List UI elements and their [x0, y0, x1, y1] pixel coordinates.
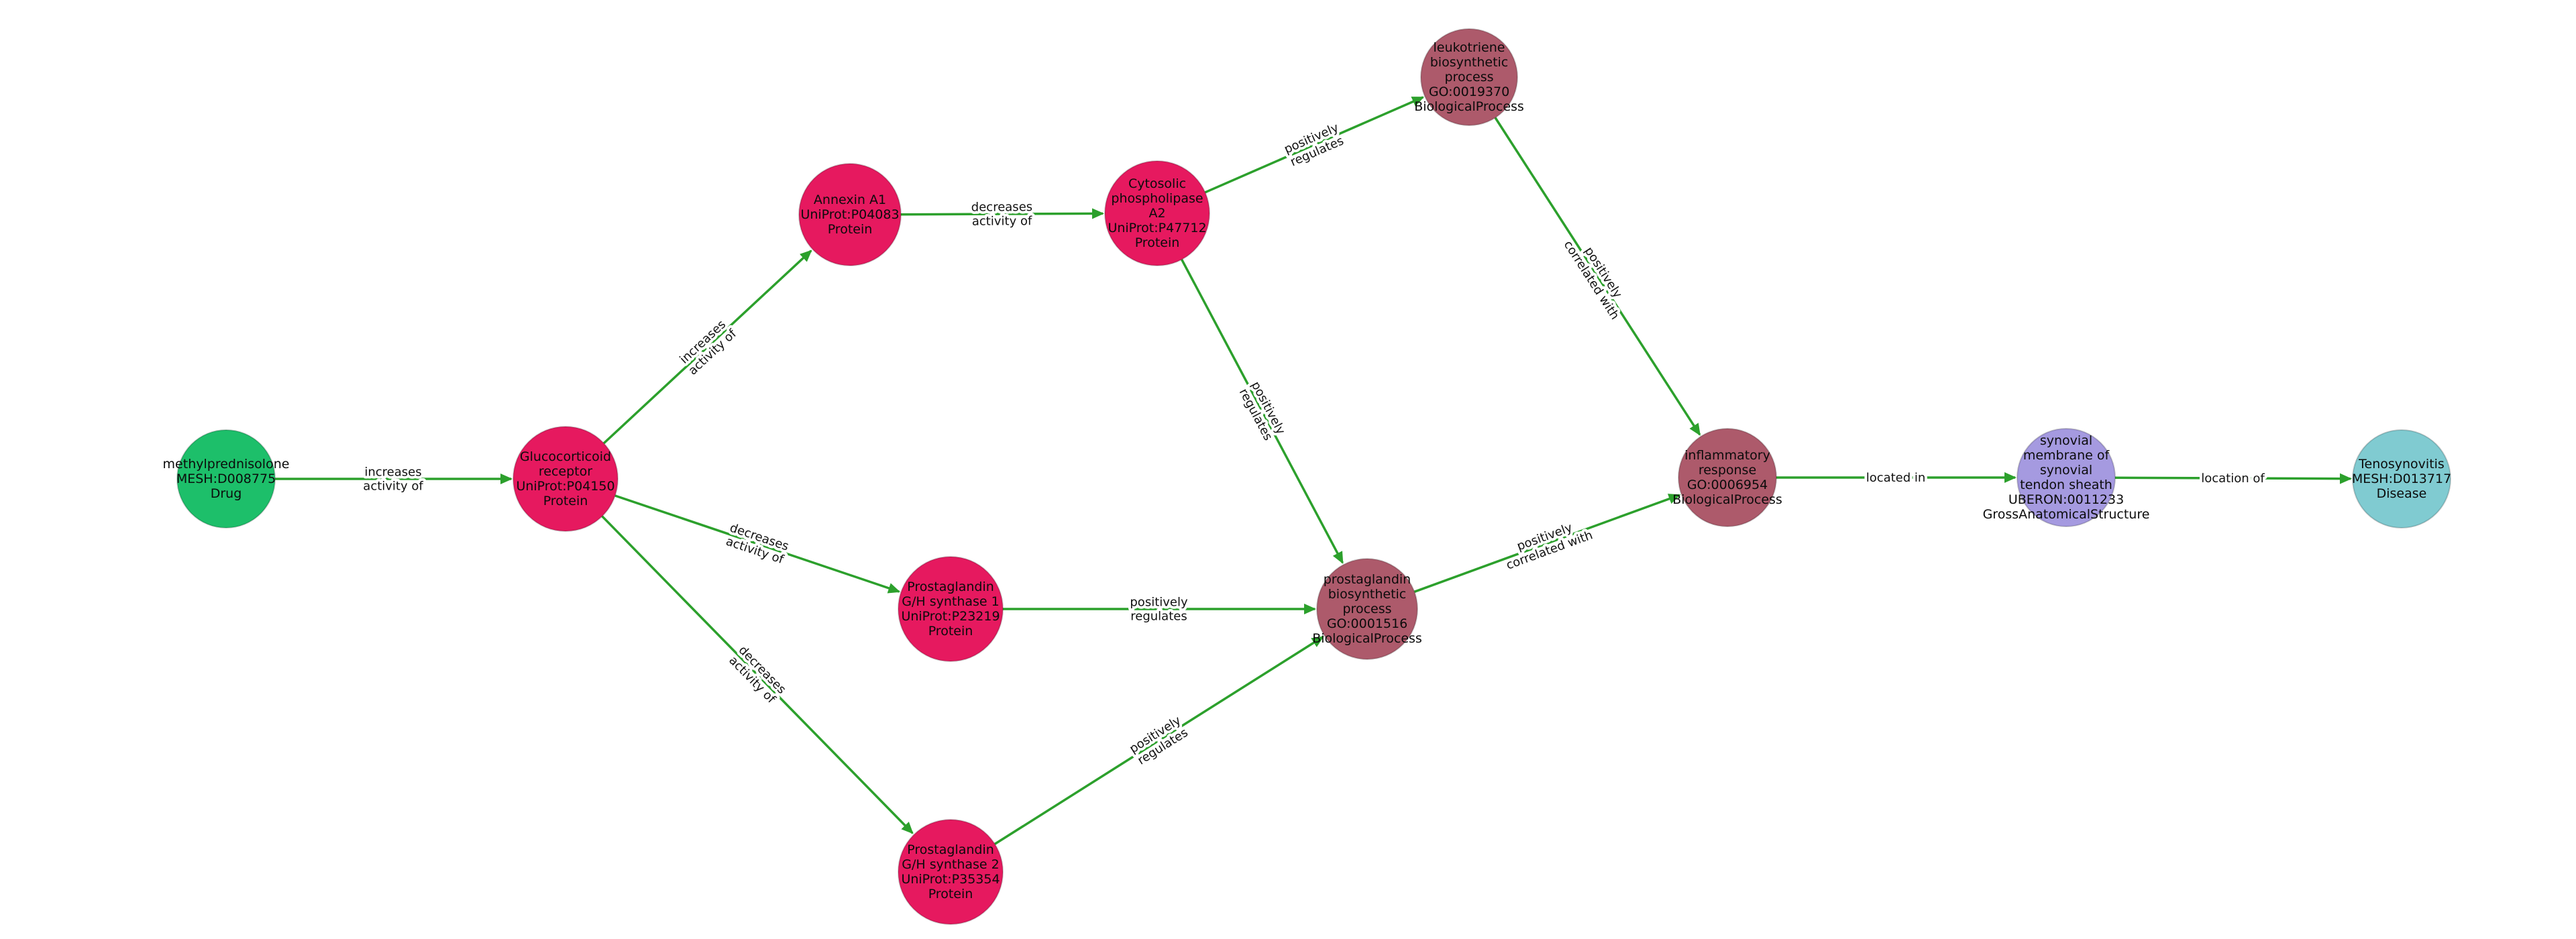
edge-prostaglandin-biosynthetic-process--inflammatory-response: [1413, 494, 1681, 593]
edge-glucocorticoid-receptor--annexin-a1: [602, 250, 812, 445]
node-circle-prostaglandin-biosynthetic-process[interactable]: [1316, 558, 1418, 660]
node-circle-leukotriene-biosynthetic-process[interactable]: [1420, 28, 1518, 126]
node-circle-prostaglandin-gh-synthase-2[interactable]: [898, 819, 1004, 925]
edge-annexin-a1--cytosolic-phospholipase-a2: [900, 208, 1104, 219]
node-circle-prostaglandin-gh-synthase-1[interactable]: [898, 556, 1004, 662]
node-circle-cytosolic-phospholipase-a2[interactable]: [1104, 160, 1210, 266]
edge-leukotriene-biosynthetic-process--inflammatory-response: [1494, 117, 1701, 436]
edge-label-prostaglandin-biosynthetic-process--inflammatory-response: positivelycorrelated with: [1499, 515, 1595, 573]
node-circle-glucocorticoid-receptor[interactable]: [513, 426, 619, 532]
edge-label-cytosolic-phospholipase-a2--prostaglandin-biosynthetic-process: positivelyregulates: [1236, 379, 1288, 443]
edge-label-inflammatory-response--synovial-membrane-of-synovial-tendon-sheath: located in: [1866, 471, 1926, 485]
edge-label-synovial-membrane-of-synovial-tendon-sheath--tenosynovitis: location of: [2201, 472, 2265, 486]
edge-prostaglandin-gh-synthase-2--prostaglandin-biosynthetic-process: [994, 636, 1324, 845]
edge-glucocorticoid-receptor--prostaglandin-gh-synthase-2: [601, 515, 914, 834]
edge-label-prostaglandin-gh-synthase-2--prostaglandin-biosynthetic-process: positivelyregulates: [1127, 713, 1191, 768]
node-circle-inflammatory-response[interactable]: [1678, 428, 1777, 527]
edge-label-leukotriene-biosynthetic-process--inflammatory-response: positivelycorrelated with: [1561, 231, 1634, 323]
edge-label-glucocorticoid-receptor--prostaglandin-gh-synthase-1: decreasesactivity of: [723, 520, 790, 567]
edge-label-cytosolic-phospholipase-a2--leukotriene-biosynthetic-process: positivelyregulates: [1282, 121, 1346, 170]
edge-glucocorticoid-receptor--prostaglandin-gh-synthase-1: [614, 494, 901, 594]
edge-cytosolic-phospholipase-a2--prostaglandin-biosynthetic-process: [1181, 259, 1344, 564]
edge-cytosolic-phospholipase-a2--leukotriene-biosynthetic-process: [1204, 96, 1425, 194]
node-circle-tenosynovitis[interactable]: [2352, 429, 2451, 529]
node-circle-synovial-membrane-of-synovial-tendon-sheath[interactable]: [2017, 428, 2116, 527]
node-circle-methylprednisolone[interactable]: [176, 429, 276, 529]
node-circle-annexin-a1[interactable]: [798, 163, 902, 266]
